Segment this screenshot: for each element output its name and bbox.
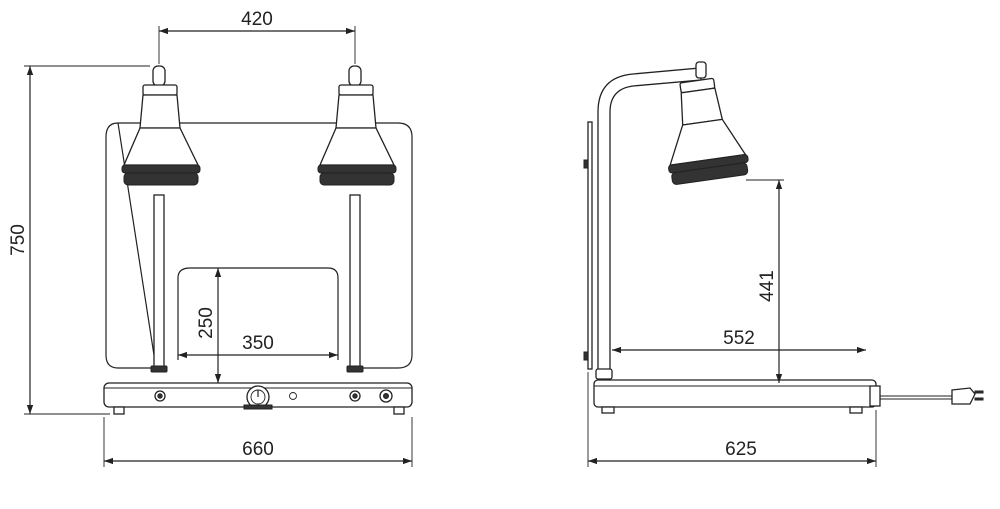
side-shield-panel	[583, 121, 593, 370]
dim-label-625: 625	[725, 439, 757, 460]
front-shield-panel	[105, 122, 413, 369]
side-base	[593, 368, 881, 414]
dim-label-660: 660	[242, 439, 274, 460]
front-extension-lines	[24, 26, 413, 467]
dim-label-750: 750	[8, 224, 29, 256]
dim-label-552: 552	[723, 328, 755, 349]
side-power-cord	[880, 387, 984, 405]
side-extension-lines	[587, 179, 877, 467]
front-opening-outline	[177, 267, 339, 360]
side-lamp-head	[668, 77, 749, 185]
front-lamp-left	[121, 65, 201, 373]
side-arm-cap	[695, 61, 707, 79]
dim-label-441: 441	[757, 270, 778, 302]
front-base	[103, 382, 413, 415]
dim-label-420: 420	[241, 9, 273, 30]
front-view: 420 750 250 350 660	[8, 9, 413, 467]
dim-label-350: 350	[242, 333, 274, 354]
dim-label-250: 250	[196, 307, 217, 339]
front-lamp-right	[317, 65, 397, 373]
side-view: 441 552 625	[583, 61, 984, 467]
